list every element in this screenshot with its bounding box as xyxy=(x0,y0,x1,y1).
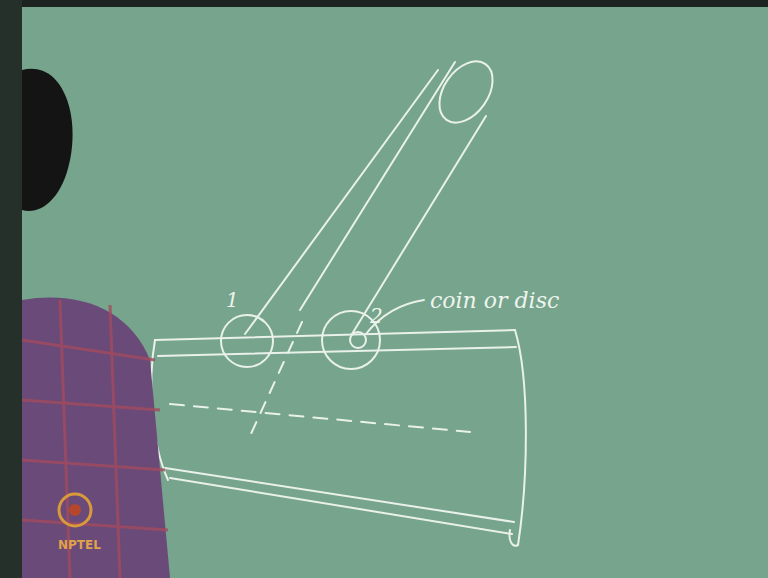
callout-number: 2 xyxy=(370,306,383,326)
person-hair xyxy=(22,69,73,211)
shirt-plaid xyxy=(22,300,168,578)
board-top-edge xyxy=(0,0,768,7)
hidden-line xyxy=(250,322,302,436)
person-shirt xyxy=(22,298,170,578)
leader-line xyxy=(366,300,424,334)
cylinder-end xyxy=(509,330,525,546)
logo-text: NPTEL xyxy=(58,539,101,551)
cylinder-edge xyxy=(158,347,516,356)
hidden-line xyxy=(170,404,470,432)
cylinder-line xyxy=(300,62,455,310)
disc xyxy=(221,315,273,367)
callout-number: 1 xyxy=(226,290,239,310)
cylinder-end xyxy=(428,52,503,133)
board-left-edge xyxy=(0,0,22,578)
cylinder-edge xyxy=(165,468,514,522)
cylinder-edge xyxy=(170,478,512,534)
nptel-logo xyxy=(59,494,91,526)
cylinder-edge xyxy=(155,330,515,340)
disc-center xyxy=(350,332,366,348)
part-label: coin or disc xyxy=(430,290,559,312)
cylinder-edge xyxy=(245,70,438,334)
